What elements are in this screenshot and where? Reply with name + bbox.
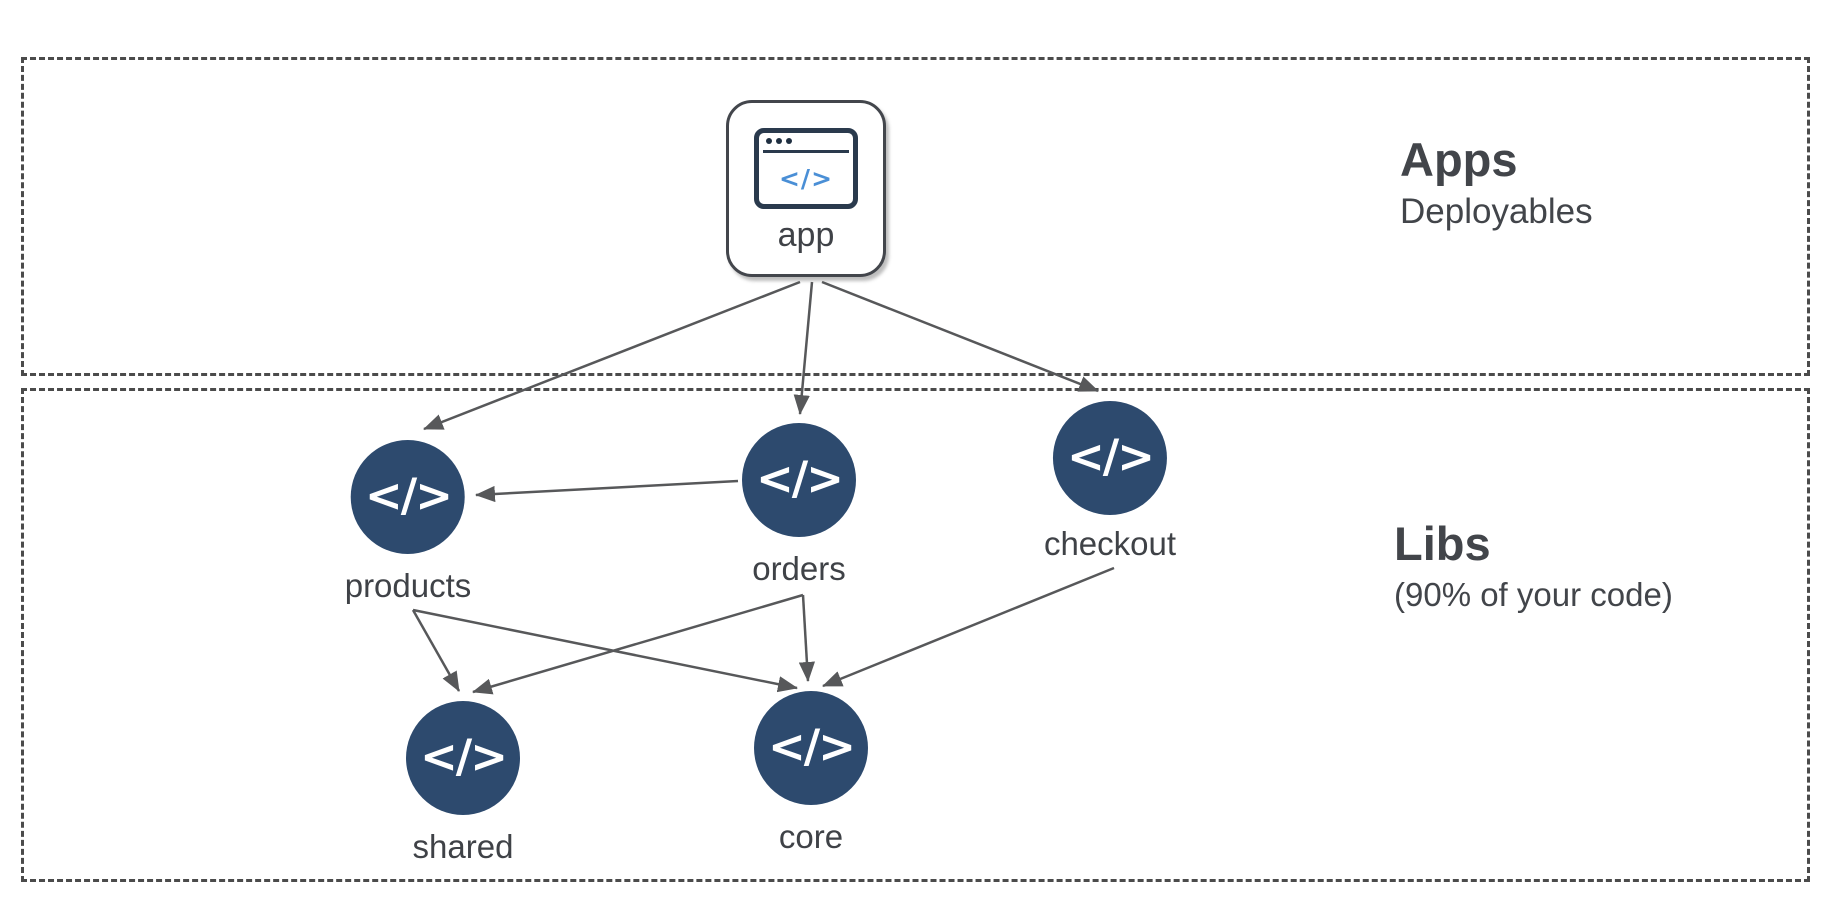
node-label: orders [752, 550, 846, 587]
section-subtitle: Deployables [1400, 191, 1593, 231]
node-label: products [344, 567, 472, 604]
browser-window-icon: </> [754, 128, 858, 209]
code-glyph: </> [756, 451, 844, 505]
node-products: </> products [344, 440, 472, 605]
node-checkout: </> checkout [1044, 401, 1176, 563]
node-shared: </> shared [406, 701, 520, 866]
code-icon: </> [1053, 401, 1167, 515]
node-label: core [778, 818, 844, 855]
section-title: Apps [1400, 133, 1518, 186]
code-icon: </> [742, 423, 856, 537]
node-core: </> core [754, 691, 868, 856]
code-icon: </> [350, 440, 465, 554]
code-glyph: </> [365, 468, 453, 522]
browser-toolbar-divider [763, 150, 849, 153]
code-glyph: </> [778, 164, 834, 193]
browser-dots-icon [766, 138, 792, 144]
libs-section-box [21, 388, 1810, 882]
code-icon: </> [406, 701, 520, 815]
code-glyph: </> [768, 719, 856, 773]
section-subtitle: (90% of your code) [1394, 575, 1673, 613]
section-title: Libs [1394, 517, 1491, 570]
code-glyph: </> [420, 729, 508, 783]
code-glyph: </> [1067, 429, 1155, 483]
apps-section-label: Apps Deployables [1400, 133, 1593, 231]
node-label: app [777, 216, 835, 254]
code-icon: </> [754, 691, 868, 805]
node-label: checkout [1043, 525, 1177, 562]
libs-section-label: Libs (90% of your code) [1394, 517, 1673, 613]
node-label: shared [412, 828, 514, 865]
node-app: </> app [726, 100, 886, 277]
node-orders: </> orders [742, 423, 856, 588]
